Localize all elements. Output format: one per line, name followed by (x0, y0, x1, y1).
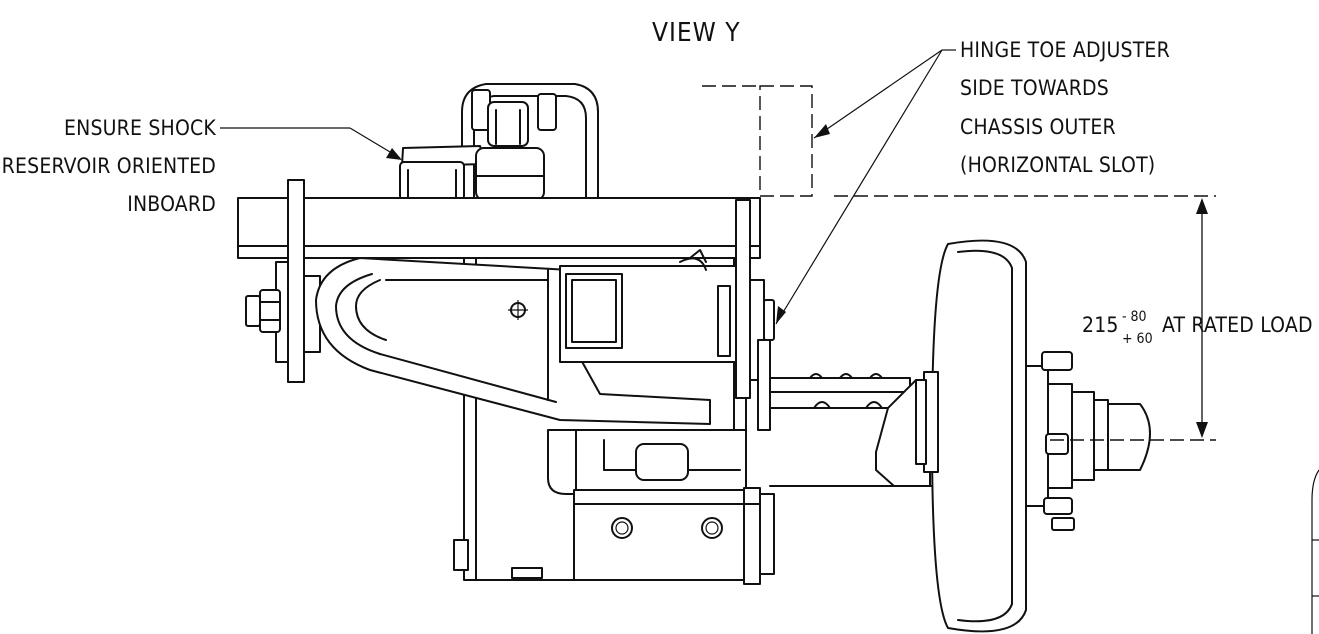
right-flange (735, 199, 775, 431)
reference-lines (702, 85, 1216, 441)
wheel-hub (915, 239, 1151, 633)
hinge-note-line: HINGE TOE ADJUSTER (960, 38, 1170, 62)
dimension-suffix: AT RATED LOAD (1162, 313, 1313, 337)
lower-mount-plate (573, 487, 775, 585)
dimension-nominal: 215 (1082, 313, 1119, 337)
ride-height-dimension (1196, 198, 1208, 438)
swing-arm (315, 257, 711, 425)
shock-note: ENSURE SHOCK RESERVOIR ORIENTED INBOARD (2, 116, 217, 216)
hinge-note-line: SIDE TOWARDS (960, 76, 1109, 100)
hinge-note-line: (HORIZONTAL SLOT) (960, 153, 1155, 177)
view-title: VIEW Y (652, 18, 741, 48)
hinge-note-line: CHASSIS OUTER (960, 115, 1116, 139)
shock-absorber (399, 145, 545, 201)
dimension-tolerance-lower: + 60 (1122, 331, 1153, 347)
chassis-beam (237, 197, 761, 259)
shock-note-line: INBOARD (127, 192, 216, 216)
shock-note-line: RESERVOIR ORIENTED (2, 154, 216, 178)
dimension-tolerance-upper: - 80 (1122, 309, 1147, 325)
hinge-note: HINGE TOE ADJUSTER SIDE TOWARDS CHASSIS … (960, 38, 1170, 177)
frame-border-fragment (1311, 469, 1319, 634)
left-flange (245, 179, 321, 383)
leader-lines (220, 49, 956, 325)
axle-stub (769, 373, 935, 487)
shock-note-line: ENSURE SHOCK (64, 116, 216, 140)
hinge-toe-adjuster-block (559, 249, 741, 363)
